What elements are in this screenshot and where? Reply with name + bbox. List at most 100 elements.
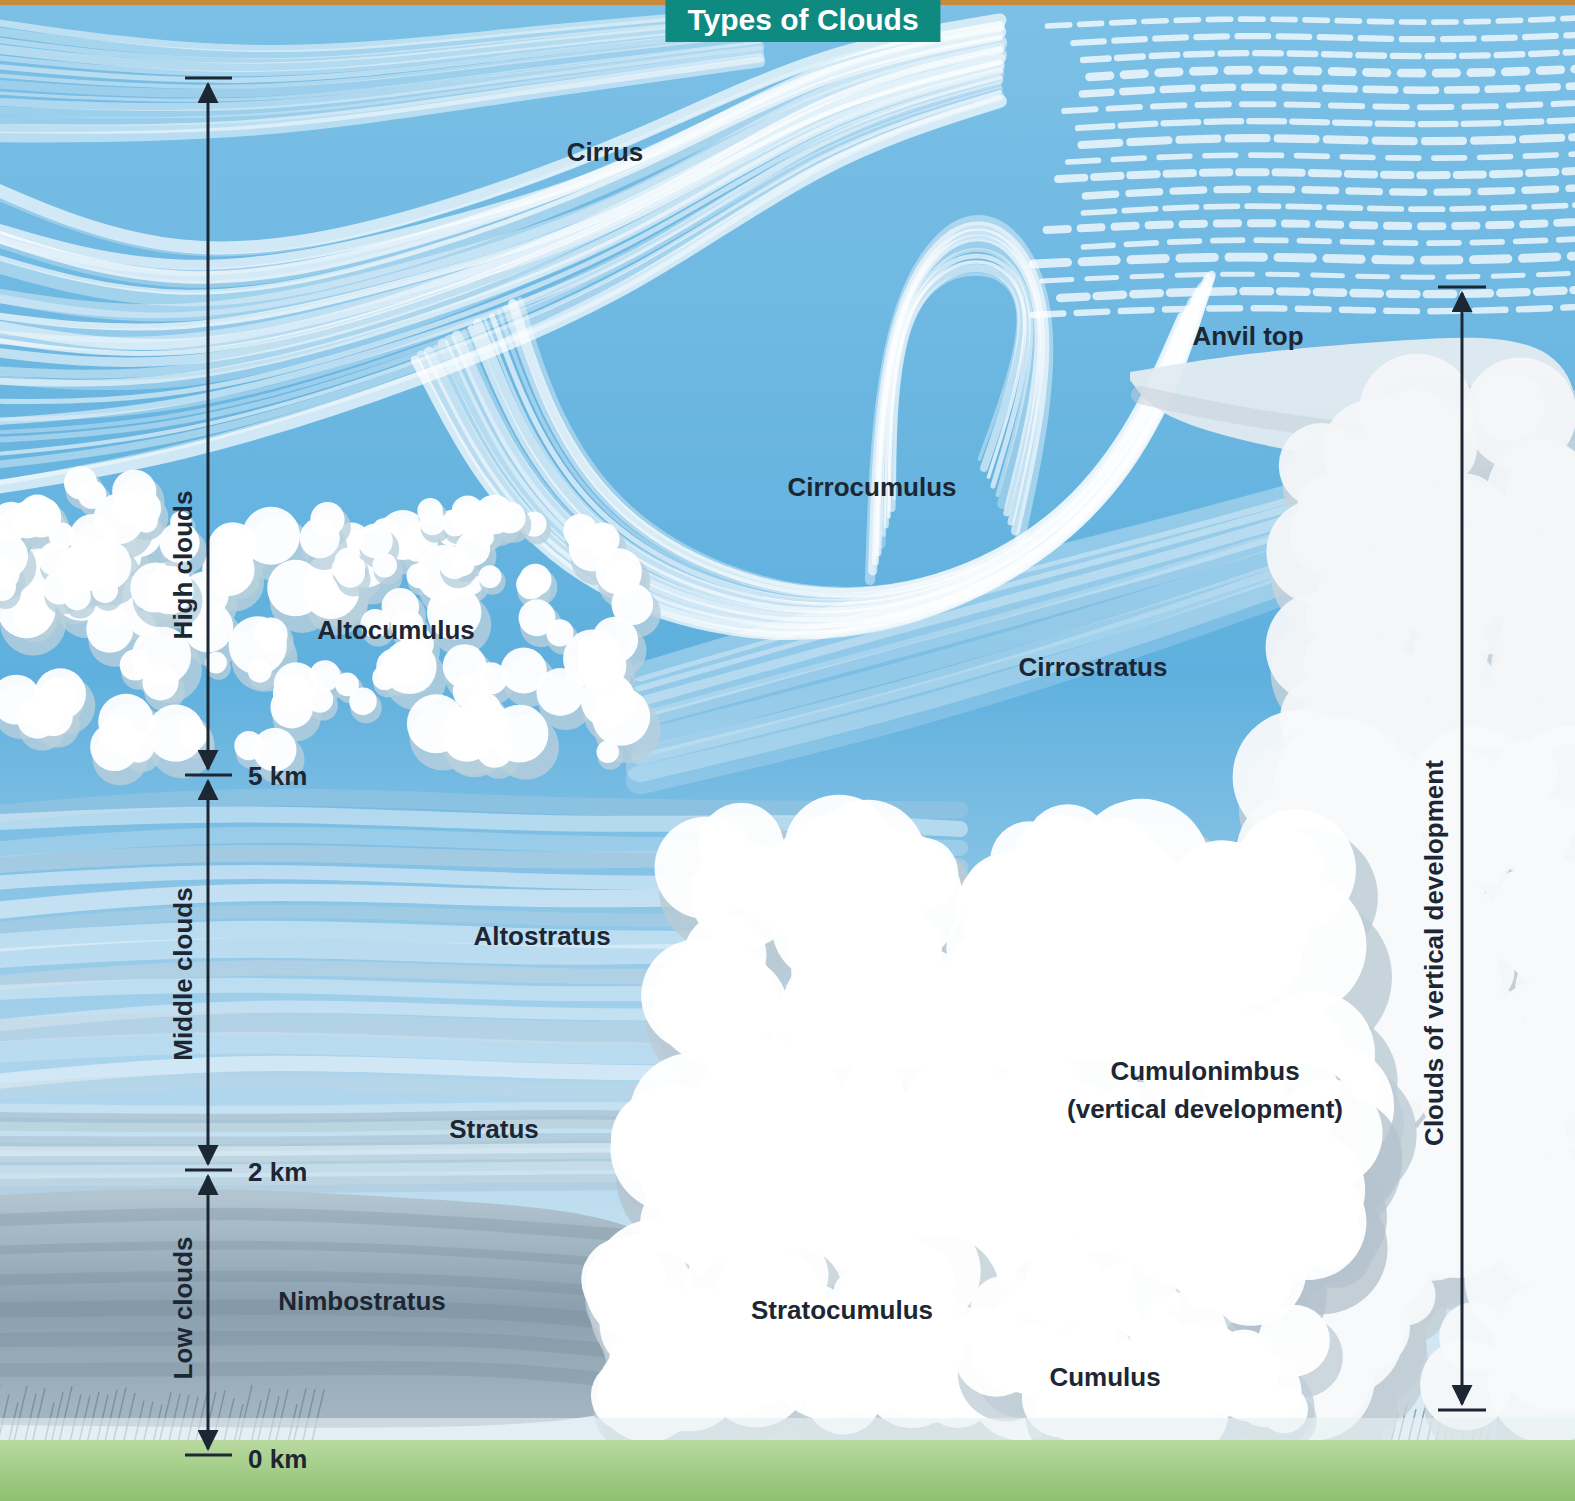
tick [185,1454,232,1457]
cloud-label: Cumulus [1049,1362,1160,1393]
cumulus-clouds [590,795,1417,1400]
cloud-label: Stratus [449,1114,539,1145]
cloud-streak [640,480,1340,672]
tick [1438,286,1486,289]
cloud-puff [335,558,365,588]
cirrocumulus-ripples [1033,17,1575,315]
cloud-puff [1462,502,1539,579]
cloud-light [300,495,526,588]
ripple [1033,306,1575,315]
cloud-label: Altocumulus [317,615,474,646]
high-bracket [207,84,210,769]
ripple [1068,153,1575,162]
cloud-puff [519,564,551,596]
cloud-puff [43,571,76,604]
ripple [1033,255,1575,264]
cloud-streak [894,274,1018,499]
cloud-puff [478,565,501,588]
cloud-puff [98,694,154,750]
cloud-label: Altostratus [473,921,610,952]
low-bracket [207,1176,210,1449]
cloud-puff [248,659,272,683]
cloud-puff [372,553,397,578]
cloud-puff [1258,1305,1330,1377]
cloud-streak [878,238,1038,553]
cloud-puff [501,647,547,693]
cloud-puff [73,535,100,562]
ripple [1073,34,1575,43]
cloud-puff [358,523,393,558]
level-label: Middle clouds [168,887,199,1060]
ripple [1082,136,1575,145]
cloud-puff [683,1320,779,1416]
cloud-puff [417,498,443,524]
level-label: Low clouds [168,1237,199,1380]
cirrostratus-clouds [640,480,1340,780]
tick [185,774,232,777]
cloud-puff [592,688,650,746]
cloud-label: Cirrus [567,137,644,168]
tick [185,1169,232,1172]
cloud-streak [0,1338,690,1360]
cloud-puff [1013,814,1105,906]
cloud-puff [596,548,642,594]
cloud-puff [147,704,204,761]
cloud-label: Nimbostratus [278,1286,446,1317]
cloud-puff [0,675,41,725]
ripple [1042,272,1575,281]
cloud-puff [577,641,626,690]
altitude-label: 0 km [248,1444,307,1475]
level-label: High clouds [168,491,199,640]
ripple [1085,187,1575,196]
cloud-streak [640,490,1340,684]
cloud-streak [870,220,1048,580]
cloud-streak [0,62,760,137]
cloud-puff [491,705,549,763]
cloud-streak [640,500,1340,696]
height-brackets [185,78,1486,1455]
cloud-label: Stratocumulus [751,1295,933,1326]
cloud-puff [1535,985,1575,1038]
cloud-shade [0,514,661,785]
cloud-puff [274,662,319,707]
cloud-puff [1184,841,1274,931]
ripple [1058,170,1575,179]
altitude-label: 2 km [248,1157,307,1188]
vertical-bracket [1461,293,1464,1404]
cloud-streak [892,268,1022,508]
cumulonimbus-cloud [1130,338,1575,1480]
cloud-streak [0,1214,690,1240]
cloud-puff [772,870,885,983]
cloud-puff [684,914,767,997]
ripple [1083,85,1575,94]
altitude-label: 5 km [248,761,307,792]
cloud-label: Cirrocumulus [787,472,956,503]
cloud-puff [613,1296,668,1351]
tick [1438,1409,1486,1412]
cloud-puff [9,501,46,538]
cloud-puff [349,688,377,716]
cloud-label: Cirrostratus [1019,652,1168,683]
cloud-streak [0,1368,690,1390]
cloud-puff [820,1317,918,1415]
cloud-puff [1420,1339,1511,1430]
cloud-puff [406,563,431,588]
cloud-puff [1534,1335,1575,1400]
ripple [1047,17,1575,26]
ripple [1084,204,1575,213]
cloud-puff [1530,1254,1575,1345]
cloud-puff [300,518,340,558]
cloud-puff [844,1092,981,1229]
cloud-label: Anvil top [1192,321,1303,352]
ripple [1084,238,1575,247]
cloud-puff [1525,597,1575,697]
cloud-puff [49,523,75,549]
cloud-puff [382,640,436,694]
cloud-puff [64,466,97,499]
cloud-puff [0,574,16,601]
cloud-puff [1444,574,1525,655]
ripple [1090,68,1575,77]
cloud-puff [208,522,257,571]
